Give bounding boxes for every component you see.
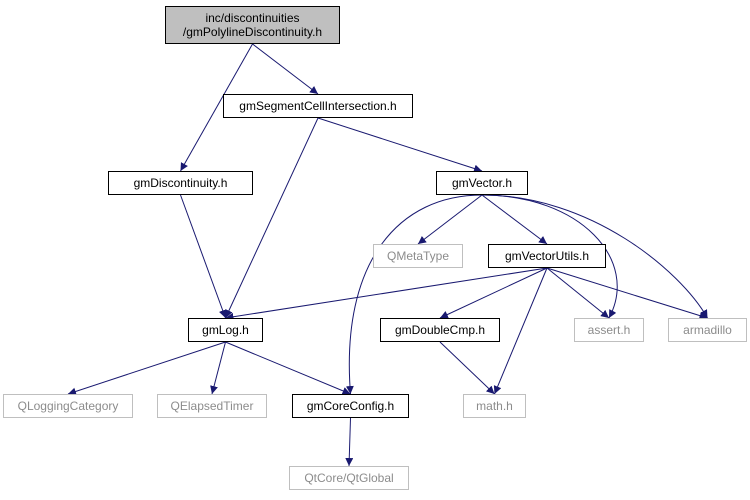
node-assert[interactable]: assert.h — [574, 318, 644, 342]
edge-root-to-segcell — [252, 43, 319, 95]
edge-root-to-disc — [180, 43, 253, 172]
edge-vutils-to-assert — [546, 267, 610, 319]
edge-log-to-qelapsed — [210, 341, 226, 395]
node-label: gmSegmentCellIntersection.h — [239, 99, 397, 113]
node-label: gmDiscontinuity.h — [133, 176, 228, 190]
node-label: gmCoreConfig.h — [306, 399, 395, 413]
edge-vector-to-armadillo — [481, 194, 708, 319]
node-label: gmLog.h — [202, 323, 249, 337]
node-label: gmVector.h — [451, 176, 513, 190]
edge-vector-to-vutils — [481, 194, 548, 245]
node-label: QLoggingCategory — [17, 399, 119, 413]
edge-vector-to-qmeta — [417, 194, 483, 245]
node-label: QMetaType — [386, 249, 450, 263]
edge-vutils-to-armadillo — [546, 267, 708, 320]
edge-log-to-qlogcat — [67, 341, 226, 396]
node-label: assert.h — [587, 323, 631, 337]
edge-disc-to-log — [180, 194, 227, 319]
node-armadillo[interactable]: armadillo — [668, 318, 747, 342]
node-label: /gmPolylineDiscontinuity.h — [182, 25, 323, 39]
node-label: inc/discontinuities — [205, 11, 300, 25]
edge-vutils-to-math — [493, 267, 548, 395]
node-label: gmDoubleCmp.h — [394, 323, 486, 337]
edge-vutils-to-log — [225, 267, 548, 321]
node-qmeta[interactable]: QMetaType — [373, 244, 463, 268]
node-qelapsed[interactable]: QElapsedTimer — [157, 394, 267, 418]
node-dcmp[interactable]: gmDoubleCmp.h — [380, 318, 500, 342]
node-vector[interactable]: gmVector.h — [436, 171, 528, 195]
node-label: gmVectorUtils.h — [504, 249, 590, 263]
node-log[interactable]: gmLog.h — [188, 318, 263, 342]
edge-vector-to-coreconfig — [345, 194, 483, 395]
edge-log-to-coreconfig — [225, 341, 351, 395]
node-label: QtCore/QtGlobal — [304, 471, 394, 485]
edge-vutils-to-dcmp — [439, 267, 548, 319]
node-math[interactable]: math.h — [463, 394, 526, 418]
node-label: math.h — [476, 399, 513, 413]
edge-segcell-to-vector — [317, 117, 483, 173]
node-label: QElapsedTimer — [170, 399, 254, 413]
node-segcell[interactable]: gmSegmentCellIntersection.h — [223, 94, 413, 118]
node-disc[interactable]: gmDiscontinuity.h — [108, 171, 253, 195]
node-label: armadillo — [683, 323, 732, 337]
node-qlogcat[interactable]: QLoggingCategory — [3, 394, 133, 418]
edge-dcmp-to-math — [439, 341, 495, 395]
edge-segcell-to-log — [225, 117, 319, 319]
edge-coreconfig-to-qtglobal — [345, 417, 354, 467]
node-vutils[interactable]: gmVectorUtils.h — [488, 244, 606, 268]
node-root[interactable]: inc/discontinuities/gmPolylineDiscontinu… — [165, 6, 340, 44]
node-qtglobal[interactable]: QtCore/QtGlobal — [289, 466, 409, 490]
node-coreconfig[interactable]: gmCoreConfig.h — [292, 394, 409, 418]
